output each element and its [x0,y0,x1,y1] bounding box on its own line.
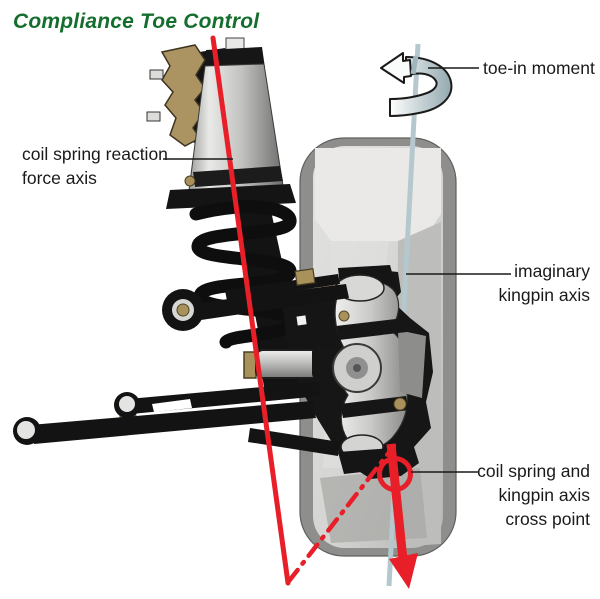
rotation-arrow-icon [380,52,453,117]
label-line: force axis [22,168,97,188]
label-line: imaginary [514,261,590,281]
label-line: kingpin axis [498,485,590,505]
label-coil-spring-axis: coil spring reaction force axis [22,142,168,190]
label-line: kingpin axis [498,285,590,305]
steering-knuckle [332,280,426,450]
leader-lines [163,67,511,473]
label-line: coil spring reaction [22,144,168,164]
label-cross-point: coil spring and kingpin axis cross point [477,459,590,531]
label-line: toe-in moment [483,58,595,78]
caliper-bracket [282,296,336,352]
diagram-title: Compliance Toe Control [13,10,260,33]
tie-rod [248,428,340,456]
downward-force-arrow-icon [386,443,418,589]
upper-arm-bushing-eye [162,289,204,331]
label-toe-in-moment: toe-in moment [483,56,595,80]
lower-control-arm [13,382,340,456]
label-line: cross point [505,509,590,529]
suspension-assembly [13,37,433,479]
strut-body [184,37,285,199]
upper-control-arm [162,268,349,331]
label-line: coil spring and [477,461,590,481]
label-imaginary-kingpin-axis: imaginary kingpin axis [499,259,590,307]
axis-extension-dashdot-line [286,443,397,584]
coil-spring-force-axis-line [210,35,291,586]
